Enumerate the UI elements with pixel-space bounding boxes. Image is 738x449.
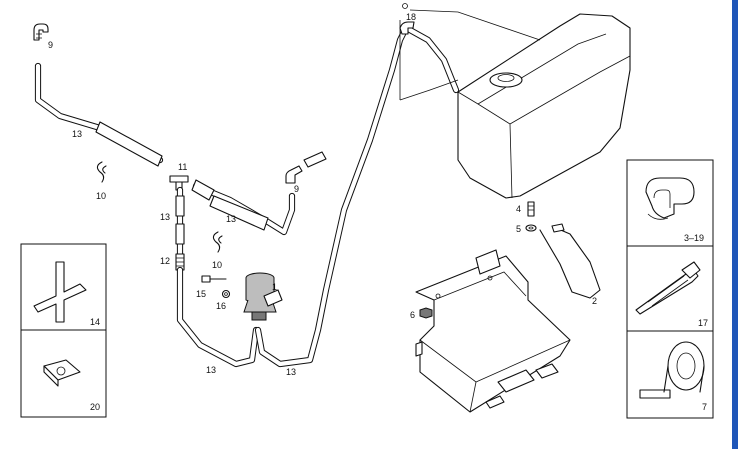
callout-11: 11 <box>178 162 187 172</box>
callout-9: 9 <box>48 40 53 50</box>
washer-pump-1[interactable] <box>243 272 283 321</box>
panel-20-label: 20 <box>90 402 100 412</box>
reservoir-bracket[interactable] <box>415 249 571 413</box>
panel-3-19-label: 3–19 <box>684 233 704 243</box>
callout-4: 4 <box>516 204 521 214</box>
elbow-fitting-9-top[interactable] <box>33 23 49 41</box>
panel-14[interactable] <box>20 243 107 331</box>
callout-9: 9 <box>294 184 299 194</box>
connector-12[interactable] <box>175 253 185 271</box>
panel-17[interactable] <box>626 245 714 332</box>
callout-2: 2 <box>592 296 597 306</box>
panel-3-19[interactable] <box>626 159 714 247</box>
window-edge <box>732 0 738 449</box>
callout-13: 13 <box>286 367 296 377</box>
washer-5[interactable] <box>525 224 537 232</box>
hose-tank-feed[interactable] <box>406 26 460 94</box>
callout-15: 15 <box>196 289 206 299</box>
panel-14-label: 14 <box>90 317 100 327</box>
ground-wire-2[interactable] <box>539 223 601 299</box>
callout-16: 16 <box>216 301 226 311</box>
callout-18: 18 <box>406 12 416 22</box>
washer-reservoir-tank[interactable] <box>457 13 631 199</box>
hose-13-vertical[interactable] <box>175 186 185 258</box>
callout-1: 1 <box>272 282 277 292</box>
callout-13: 13 <box>160 212 170 222</box>
callout-13: 13 <box>72 129 82 139</box>
callout-10: 10 <box>96 191 106 201</box>
hose-13-upper-left[interactable] <box>34 62 164 167</box>
elbow-fitting-9-center[interactable] <box>285 151 327 184</box>
panel-7-label: 7 <box>702 402 707 412</box>
bolt-15[interactable] <box>201 275 227 283</box>
elbow-fitting-18[interactable] <box>399 21 415 35</box>
screw-4[interactable] <box>527 201 535 217</box>
nut-6[interactable] <box>419 307 433 319</box>
washer-16[interactable] <box>221 289 231 299</box>
panel-7[interactable] <box>626 330 714 419</box>
callout-6: 6 <box>410 310 415 320</box>
hose-13-lower-left[interactable] <box>176 266 260 368</box>
callout-10: 10 <box>212 260 222 270</box>
hose-13-lower-right[interactable] <box>254 28 408 368</box>
callout-5: 5 <box>516 224 521 234</box>
callout-13: 13 <box>206 365 216 375</box>
panel-20[interactable] <box>20 329 107 418</box>
panel-17-label: 17 <box>698 318 708 328</box>
clip-10-center[interactable] <box>212 231 223 253</box>
callout-12: 12 <box>160 256 170 266</box>
pivot-circle <box>402 3 408 9</box>
clip-10-left[interactable] <box>96 161 107 183</box>
hose-13-center[interactable] <box>191 179 296 236</box>
callout-13: 13 <box>226 214 236 224</box>
